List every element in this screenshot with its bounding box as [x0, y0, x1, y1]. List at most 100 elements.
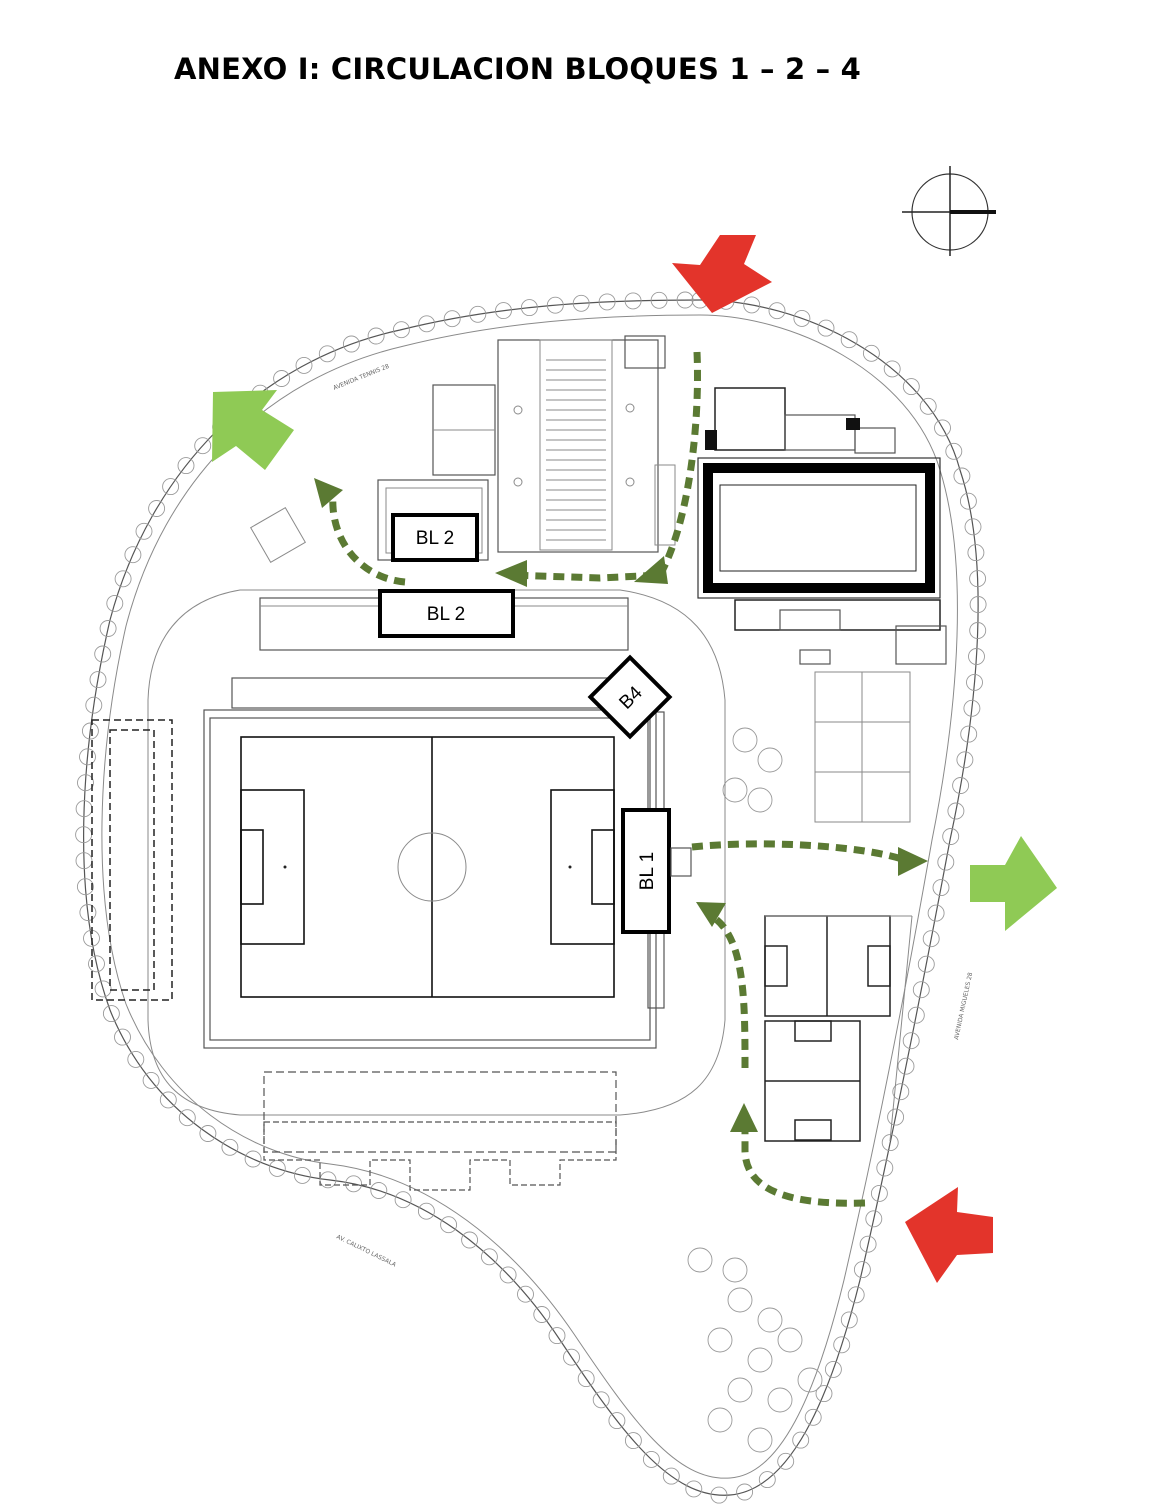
tree-icon: [747, 787, 773, 813]
tree-icon: [548, 1327, 566, 1345]
tree-icon: [722, 1257, 748, 1283]
tree-icon: [295, 356, 313, 374]
tree-icon: [624, 292, 642, 310]
tree-icon: [563, 1348, 580, 1366]
tree-icon: [793, 309, 811, 327]
tree-icon: [847, 1286, 865, 1304]
exit-arrows: [212, 390, 1057, 931]
main-football-pitch: [240, 736, 615, 998]
tree-icon: [892, 1083, 910, 1101]
north-compass-icon: [902, 166, 996, 256]
flow-arrowhead-icon: [898, 847, 928, 876]
flow-arrowhead-icon: [495, 560, 527, 587]
tree-icon: [707, 1407, 733, 1433]
tree-icon: [244, 1150, 262, 1168]
tree-icon: [968, 648, 985, 665]
tree-icon: [907, 1006, 925, 1024]
flow-paths: [314, 351, 928, 1207]
tree-icon: [937, 853, 955, 871]
tree-icon: [124, 546, 142, 564]
tree-icon: [443, 310, 461, 328]
tree-icon: [77, 774, 94, 792]
block-b4: B4: [587, 654, 673, 740]
tree-icon: [897, 1057, 915, 1075]
tree-icon: [777, 1327, 803, 1353]
tree-icon: [89, 671, 107, 689]
tree-icon: [840, 1311, 858, 1329]
tree-icon: [840, 331, 858, 349]
tree-icon: [934, 419, 951, 437]
tree-icon: [736, 1483, 754, 1501]
entry-arrows: [672, 235, 993, 1283]
tree-icon: [967, 544, 985, 562]
tree-icon: [106, 594, 124, 612]
tree-icon: [293, 1166, 311, 1184]
tree-icon: [392, 321, 410, 339]
tree-icon: [268, 1159, 286, 1177]
flow-arrowhead-icon: [314, 478, 343, 508]
tree-icon: [732, 727, 758, 753]
tree-icon: [964, 518, 982, 536]
tree-icon: [727, 1377, 753, 1403]
tree-icon: [676, 291, 694, 309]
tree-icon: [876, 1159, 894, 1177]
tree-icon: [159, 1091, 177, 1109]
entry-arrow-southeast-icon: [905, 1187, 993, 1283]
tree-icon: [792, 1431, 810, 1449]
tree-icon: [887, 1108, 905, 1126]
tree-icon: [932, 879, 950, 897]
tree-icon: [114, 570, 132, 588]
road-label-east: AVENIDA MIGUELES 28: [953, 972, 974, 1041]
tree-icon: [546, 296, 564, 314]
boundary-trees: [75, 291, 987, 1504]
tree-icon: [945, 442, 963, 460]
block-bl2-lower-label: BL 2: [427, 604, 465, 625]
flow-path-bl1-east: [691, 840, 907, 864]
tree-icon: [102, 1005, 120, 1023]
entry-arrow-north-icon: [672, 235, 772, 313]
tree-icon: [642, 1450, 660, 1468]
tree-icon: [499, 1266, 517, 1284]
flow-path-to-bl1: [708, 911, 749, 1069]
exit-arrow-northwest-icon: [212, 390, 294, 470]
tree-icon: [162, 478, 180, 496]
tree-icon: [81, 722, 99, 740]
east-courts: [814, 671, 911, 823]
tree-icon: [922, 930, 940, 948]
tree-icon: [367, 327, 385, 345]
tree-icon: [88, 955, 105, 973]
tree-icon: [577, 1370, 595, 1388]
tree-icon: [959, 492, 977, 510]
tree-icon: [685, 1480, 703, 1498]
tree-icon: [919, 397, 937, 415]
flow-arrowhead-icon: [634, 556, 668, 584]
tree-icon: [342, 335, 360, 353]
indoor-arena: [697, 387, 947, 665]
tree-icon: [99, 620, 117, 637]
tree-icon: [960, 725, 978, 743]
tree-icon: [727, 1287, 753, 1313]
tree-icon: [797, 1367, 823, 1393]
tree-icon: [142, 1071, 160, 1089]
flow-path-to-west-exit: [329, 494, 406, 586]
tree-icon: [135, 522, 153, 540]
tree-icon: [650, 291, 668, 309]
flow-arrowhead-icon: [696, 902, 726, 927]
tree-icon: [862, 344, 880, 362]
tree-icon: [178, 1109, 196, 1127]
tree-icon: [815, 1385, 833, 1403]
tree-icon: [598, 293, 616, 311]
block-bl1: BL 1: [621, 808, 692, 934]
site-boundary: [83, 299, 979, 1496]
tree-icon: [969, 596, 987, 613]
tree-icon: [757, 747, 783, 773]
road-label-south: AV. CALIXTO LASSALA: [335, 1234, 398, 1269]
tree-icon: [480, 1248, 498, 1266]
tree-icon: [969, 622, 987, 639]
tree-icon: [461, 1231, 479, 1249]
tree-icon: [273, 370, 291, 387]
exit-arrow-east-icon: [970, 836, 1057, 931]
tree-icon: [94, 645, 112, 663]
tree-icon: [370, 1182, 388, 1199]
tree-icon: [687, 1247, 713, 1273]
